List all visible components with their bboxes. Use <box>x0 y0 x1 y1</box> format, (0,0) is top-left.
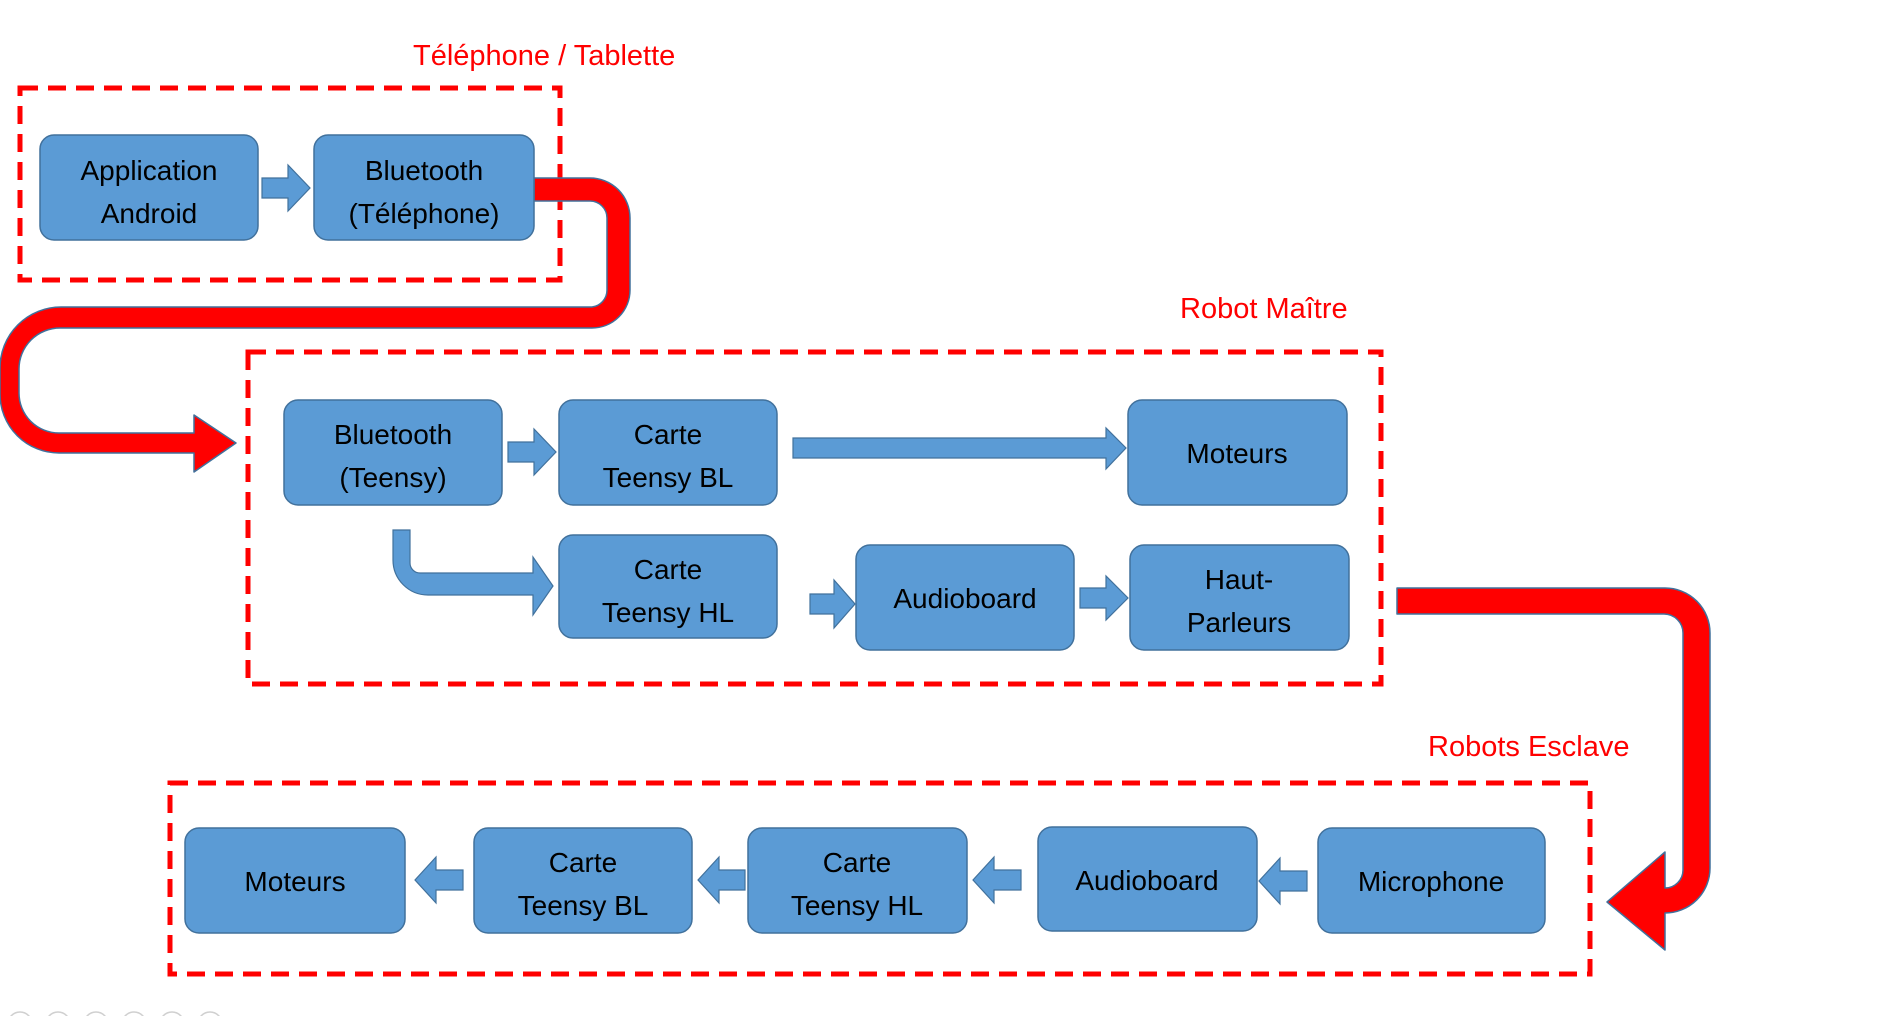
node-haut-parleurs: Haut- Parleurs <box>1129 544 1350 651</box>
arrow-bt-teensy-to-carte-hl <box>392 529 554 617</box>
node-audioboard-esclave: Audioboard <box>1037 826 1258 932</box>
node-carte-teensy-bl-esclave: Carte Teensy BL <box>473 827 693 934</box>
node-label-line: Application <box>81 155 218 186</box>
arrow-audioboard-to-carte-hl <box>972 855 1022 905</box>
node-label-line: Carte <box>549 847 617 878</box>
arrow-app-to-bt-telephone <box>261 163 311 213</box>
node-application-android: Application Android <box>39 134 259 241</box>
node-moteurs-maitre: Moteurs <box>1127 399 1348 506</box>
node-label-line: Teensy BL <box>518 890 649 921</box>
group-robots-esclave-border <box>167 780 1593 977</box>
nav-dot[interactable] <box>84 1011 108 1016</box>
node-label-line: Teensy BL <box>603 462 734 493</box>
node-microphone: Microphone <box>1317 827 1546 934</box>
node-label-line: Audioboard <box>893 583 1036 614</box>
arrow-microphone-to-audioboard <box>1258 856 1308 906</box>
arrow-audioboard-to-haut-parleurs <box>1079 574 1129 622</box>
node-label-line: Haut- <box>1205 564 1273 595</box>
node-bluetooth-teensy: Bluetooth (Teensy) <box>283 399 503 506</box>
node-label-line: Teensy HL <box>791 890 923 921</box>
node-label-line: (Teensy) <box>339 462 446 493</box>
node-label-line: Carte <box>823 847 891 878</box>
red-connector-telephone-to-maitre <box>0 177 631 473</box>
nav-dot[interactable] <box>46 1011 70 1016</box>
arrow-carte-hl-to-carte-bl <box>697 855 746 905</box>
nav-dot[interactable] <box>160 1011 184 1016</box>
arrow-bt-teensy-to-carte-bl <box>507 427 557 477</box>
group-robot-maitre-border <box>245 349 1384 687</box>
arrow-carte-hl-to-audioboard <box>809 578 856 630</box>
group-telephone-border <box>17 85 563 283</box>
nav-dot[interactable] <box>122 1011 146 1016</box>
arrow-carte-bl-to-moteurs-esclave <box>414 855 464 905</box>
node-label-line: Bluetooth <box>365 155 483 186</box>
group-telephone-label: Téléphone / Tablette <box>413 40 675 72</box>
node-carte-teensy-hl-maitre: Carte Teensy HL <box>558 534 778 639</box>
node-label-line: Audioboard <box>1075 865 1218 896</box>
node-label-line: Moteurs <box>1186 438 1287 469</box>
group-robots-esclave-label: Robots Esclave <box>1428 731 1630 763</box>
node-carte-teensy-hl-esclave: Carte Teensy HL <box>747 827 968 934</box>
node-label-line: Teensy HL <box>602 597 734 628</box>
node-audioboard-maitre: Audioboard <box>855 544 1075 651</box>
arrow-carte-bl-to-moteurs <box>792 426 1127 471</box>
node-label-line: Bluetooth <box>334 419 452 450</box>
node-label-line: Carte <box>634 419 702 450</box>
node-label-line: Parleurs <box>1187 607 1291 638</box>
node-bluetooth-telephone: Bluetooth (Téléphone) <box>313 134 535 241</box>
group-robot-maitre-label: Robot Maître <box>1180 293 1348 325</box>
red-connector-maitre-to-esclave <box>1396 587 1711 951</box>
node-moteurs-esclave: Moteurs <box>184 827 406 934</box>
node-label-line: Android <box>101 198 198 229</box>
nav-dot[interactable] <box>198 1011 222 1016</box>
node-label-line: (Téléphone) <box>349 198 500 229</box>
node-label-line: Microphone <box>1358 866 1504 897</box>
nav-dot[interactable] <box>8 1011 32 1016</box>
node-label-line: Carte <box>634 554 702 585</box>
node-carte-teensy-bl-maitre: Carte Teensy BL <box>558 399 778 506</box>
slide-nav-dots <box>8 1011 222 1016</box>
node-label-line: Moteurs <box>244 866 345 897</box>
